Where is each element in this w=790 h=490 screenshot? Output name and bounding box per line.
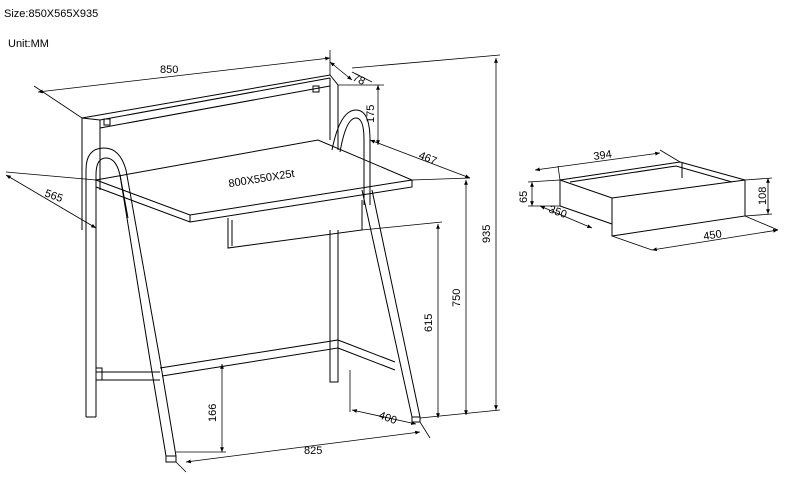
dim-depth: 565 xyxy=(43,188,64,206)
hutch-panel xyxy=(81,74,339,230)
dim-drawer-underside-height: 615 xyxy=(423,314,435,332)
dim-total-height: 935 xyxy=(481,225,493,243)
dim-drawer-front-width: 450 xyxy=(703,228,723,243)
drawer-dimensions xyxy=(527,149,779,252)
desk-drawer xyxy=(227,200,363,249)
stretchers xyxy=(96,339,396,381)
desk-dimensions xyxy=(5,50,501,473)
dim-drawer-inner-width: 394 xyxy=(593,149,613,163)
drawer-labels: 394 65 350 108 450 xyxy=(518,149,769,243)
dim-hutch-height: 175 xyxy=(365,105,377,123)
dim-drawer-front-height: 108 xyxy=(757,187,769,205)
desk-top-label: 800X550X25t xyxy=(228,168,296,190)
dim-top-height: 750 xyxy=(451,289,463,307)
unit-label: Unit:MM xyxy=(8,38,49,50)
desk-drawing xyxy=(81,74,421,463)
dim-foot-depth: 400 xyxy=(377,410,398,428)
dim-drawer-inner-height: 65 xyxy=(518,191,530,203)
dim-leg-span: 825 xyxy=(304,445,322,457)
right-frame xyxy=(329,109,421,423)
dim-stretcher-height: 166 xyxy=(207,404,219,422)
left-frame xyxy=(85,147,177,463)
dim-drawer-depth: 350 xyxy=(547,204,568,222)
size-label: Size:850X565X935 xyxy=(4,8,99,20)
dim-hutch-depth: 78 xyxy=(351,72,367,88)
dim-width: 850 xyxy=(160,64,178,76)
drawer-drawing xyxy=(559,161,746,237)
